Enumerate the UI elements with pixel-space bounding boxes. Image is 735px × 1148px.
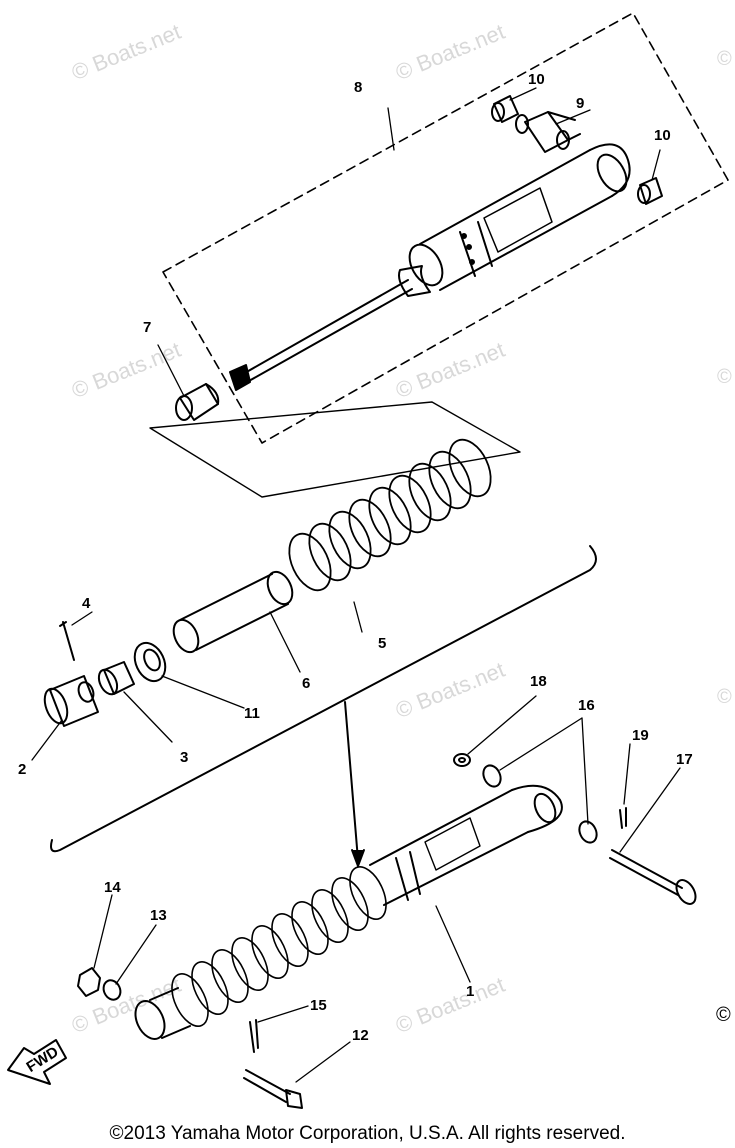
bolt-12 bbox=[243, 1069, 303, 1109]
bushing-10b bbox=[637, 177, 663, 205]
callout-5: 5 bbox=[378, 635, 386, 652]
watermark-edge: © bbox=[717, 686, 732, 708]
washer-18 bbox=[453, 753, 471, 767]
callout-10b: 10 bbox=[654, 127, 671, 144]
bolt-17 bbox=[609, 849, 697, 905]
fwd-arrow-icon bbox=[7, 1039, 67, 1085]
nut-14 bbox=[77, 967, 101, 997]
assembly-8-dashed-outline bbox=[162, 12, 729, 444]
callout-19: 19 bbox=[632, 727, 649, 744]
part-7-dashed-outline bbox=[149, 401, 521, 498]
copyright-symbol-edge: © bbox=[716, 1004, 731, 1026]
callout-11: 11 bbox=[244, 705, 260, 722]
callout-9: 9 bbox=[576, 95, 584, 112]
callout-2: 2 bbox=[18, 761, 26, 778]
callout-3: 3 bbox=[180, 749, 188, 766]
callout-14: 14 bbox=[104, 879, 121, 896]
assembly-arrow bbox=[344, 701, 359, 861]
cotter-pin-19 bbox=[619, 807, 627, 829]
bushing-16b bbox=[578, 820, 598, 844]
callout-6: 6 bbox=[302, 675, 310, 692]
spacer-tube-6 bbox=[172, 570, 294, 654]
spring-seat-2 bbox=[43, 675, 99, 727]
callout-13: 13 bbox=[150, 907, 167, 924]
bushing-10a bbox=[491, 95, 519, 123]
callout-7: 7 bbox=[143, 319, 151, 336]
callout-18: 18 bbox=[530, 673, 547, 690]
coil-spring-5 bbox=[288, 438, 492, 592]
pin-4 bbox=[59, 621, 75, 661]
callout-4: 4 bbox=[82, 595, 91, 612]
bushing-16a bbox=[482, 764, 502, 788]
shock-absorber-1 bbox=[134, 784, 563, 1040]
watermark-edge: © bbox=[717, 366, 732, 388]
callout-8: 8 bbox=[354, 79, 362, 96]
callout-1: 1 bbox=[466, 983, 474, 1000]
copyright-footer: ©2013 Yamaha Motor Corporation, U.S.A. A… bbox=[109, 1123, 626, 1144]
washer-11 bbox=[133, 641, 167, 683]
washer-13 bbox=[102, 979, 122, 1001]
cotter-pin-15 bbox=[249, 1019, 259, 1053]
leader-lines bbox=[31, 87, 681, 1083]
callout-12: 12 bbox=[352, 1027, 369, 1044]
callout-15: 15 bbox=[310, 997, 327, 1014]
callout-16: 16 bbox=[578, 697, 595, 714]
exploded-parts-diagram: FWD 8 10 9 10 7 4 5 6 11 3 2 18 16 19 17… bbox=[7, 12, 729, 1109]
callout-10a: 10 bbox=[528, 71, 545, 88]
collar-3 bbox=[97, 661, 135, 696]
callout-17: 17 bbox=[676, 751, 693, 768]
group-bracket bbox=[50, 545, 597, 853]
watermark-edge: © bbox=[717, 48, 732, 70]
bump-stop-7 bbox=[175, 383, 220, 421]
assembled-spring bbox=[171, 866, 387, 1027]
damper-unit-8 bbox=[229, 143, 631, 391]
